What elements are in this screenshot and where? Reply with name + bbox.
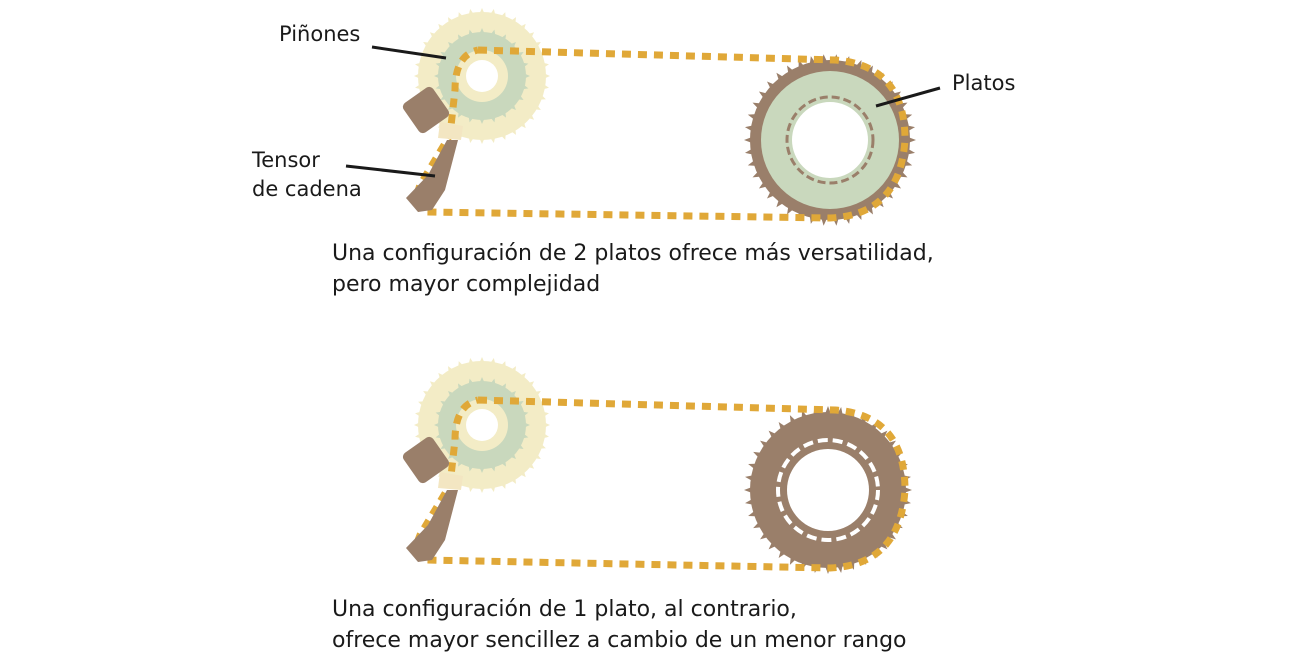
- pinones-leader-line: [371, 45, 447, 60]
- cassette-icon: [414, 357, 550, 493]
- bottom-caption-line1: Una configuración de 1 plato, al contrar…: [332, 597, 797, 622]
- platos-leader-line: [875, 86, 941, 108]
- tensor-label: Tensor de cadena: [252, 146, 362, 204]
- tensor-label-line1: Tensor: [252, 148, 320, 172]
- two-chainring-drivetrain: [345, 8, 941, 226]
- single-chainring-icon: [744, 406, 912, 574]
- bottom-caption-line2: ofrece mayor sencillez a cambio de un me…: [332, 628, 907, 653]
- top-caption: Una configuración de 2 platos ofrece más…: [332, 238, 934, 300]
- cassette-icon: [414, 8, 550, 144]
- double-chainring-icon: [744, 54, 916, 226]
- top-caption-line1: Una configuración de 2 platos ofrece más…: [332, 241, 934, 266]
- single-chainring-drivetrain: [402, 357, 912, 574]
- derailleur-icon: [402, 436, 463, 562]
- chain-icon: [413, 396, 909, 572]
- tensor-leader-line: [345, 164, 436, 178]
- top-caption-line2: pero mayor complejidad: [332, 272, 601, 297]
- platos-label: Platos: [952, 71, 1016, 95]
- tensor-label-line2: de cadena: [252, 177, 362, 201]
- chain-icon: [413, 46, 909, 222]
- pinones-label: Piñones: [279, 22, 361, 46]
- bottom-caption: Una configuración de 1 plato, al contrar…: [332, 594, 907, 656]
